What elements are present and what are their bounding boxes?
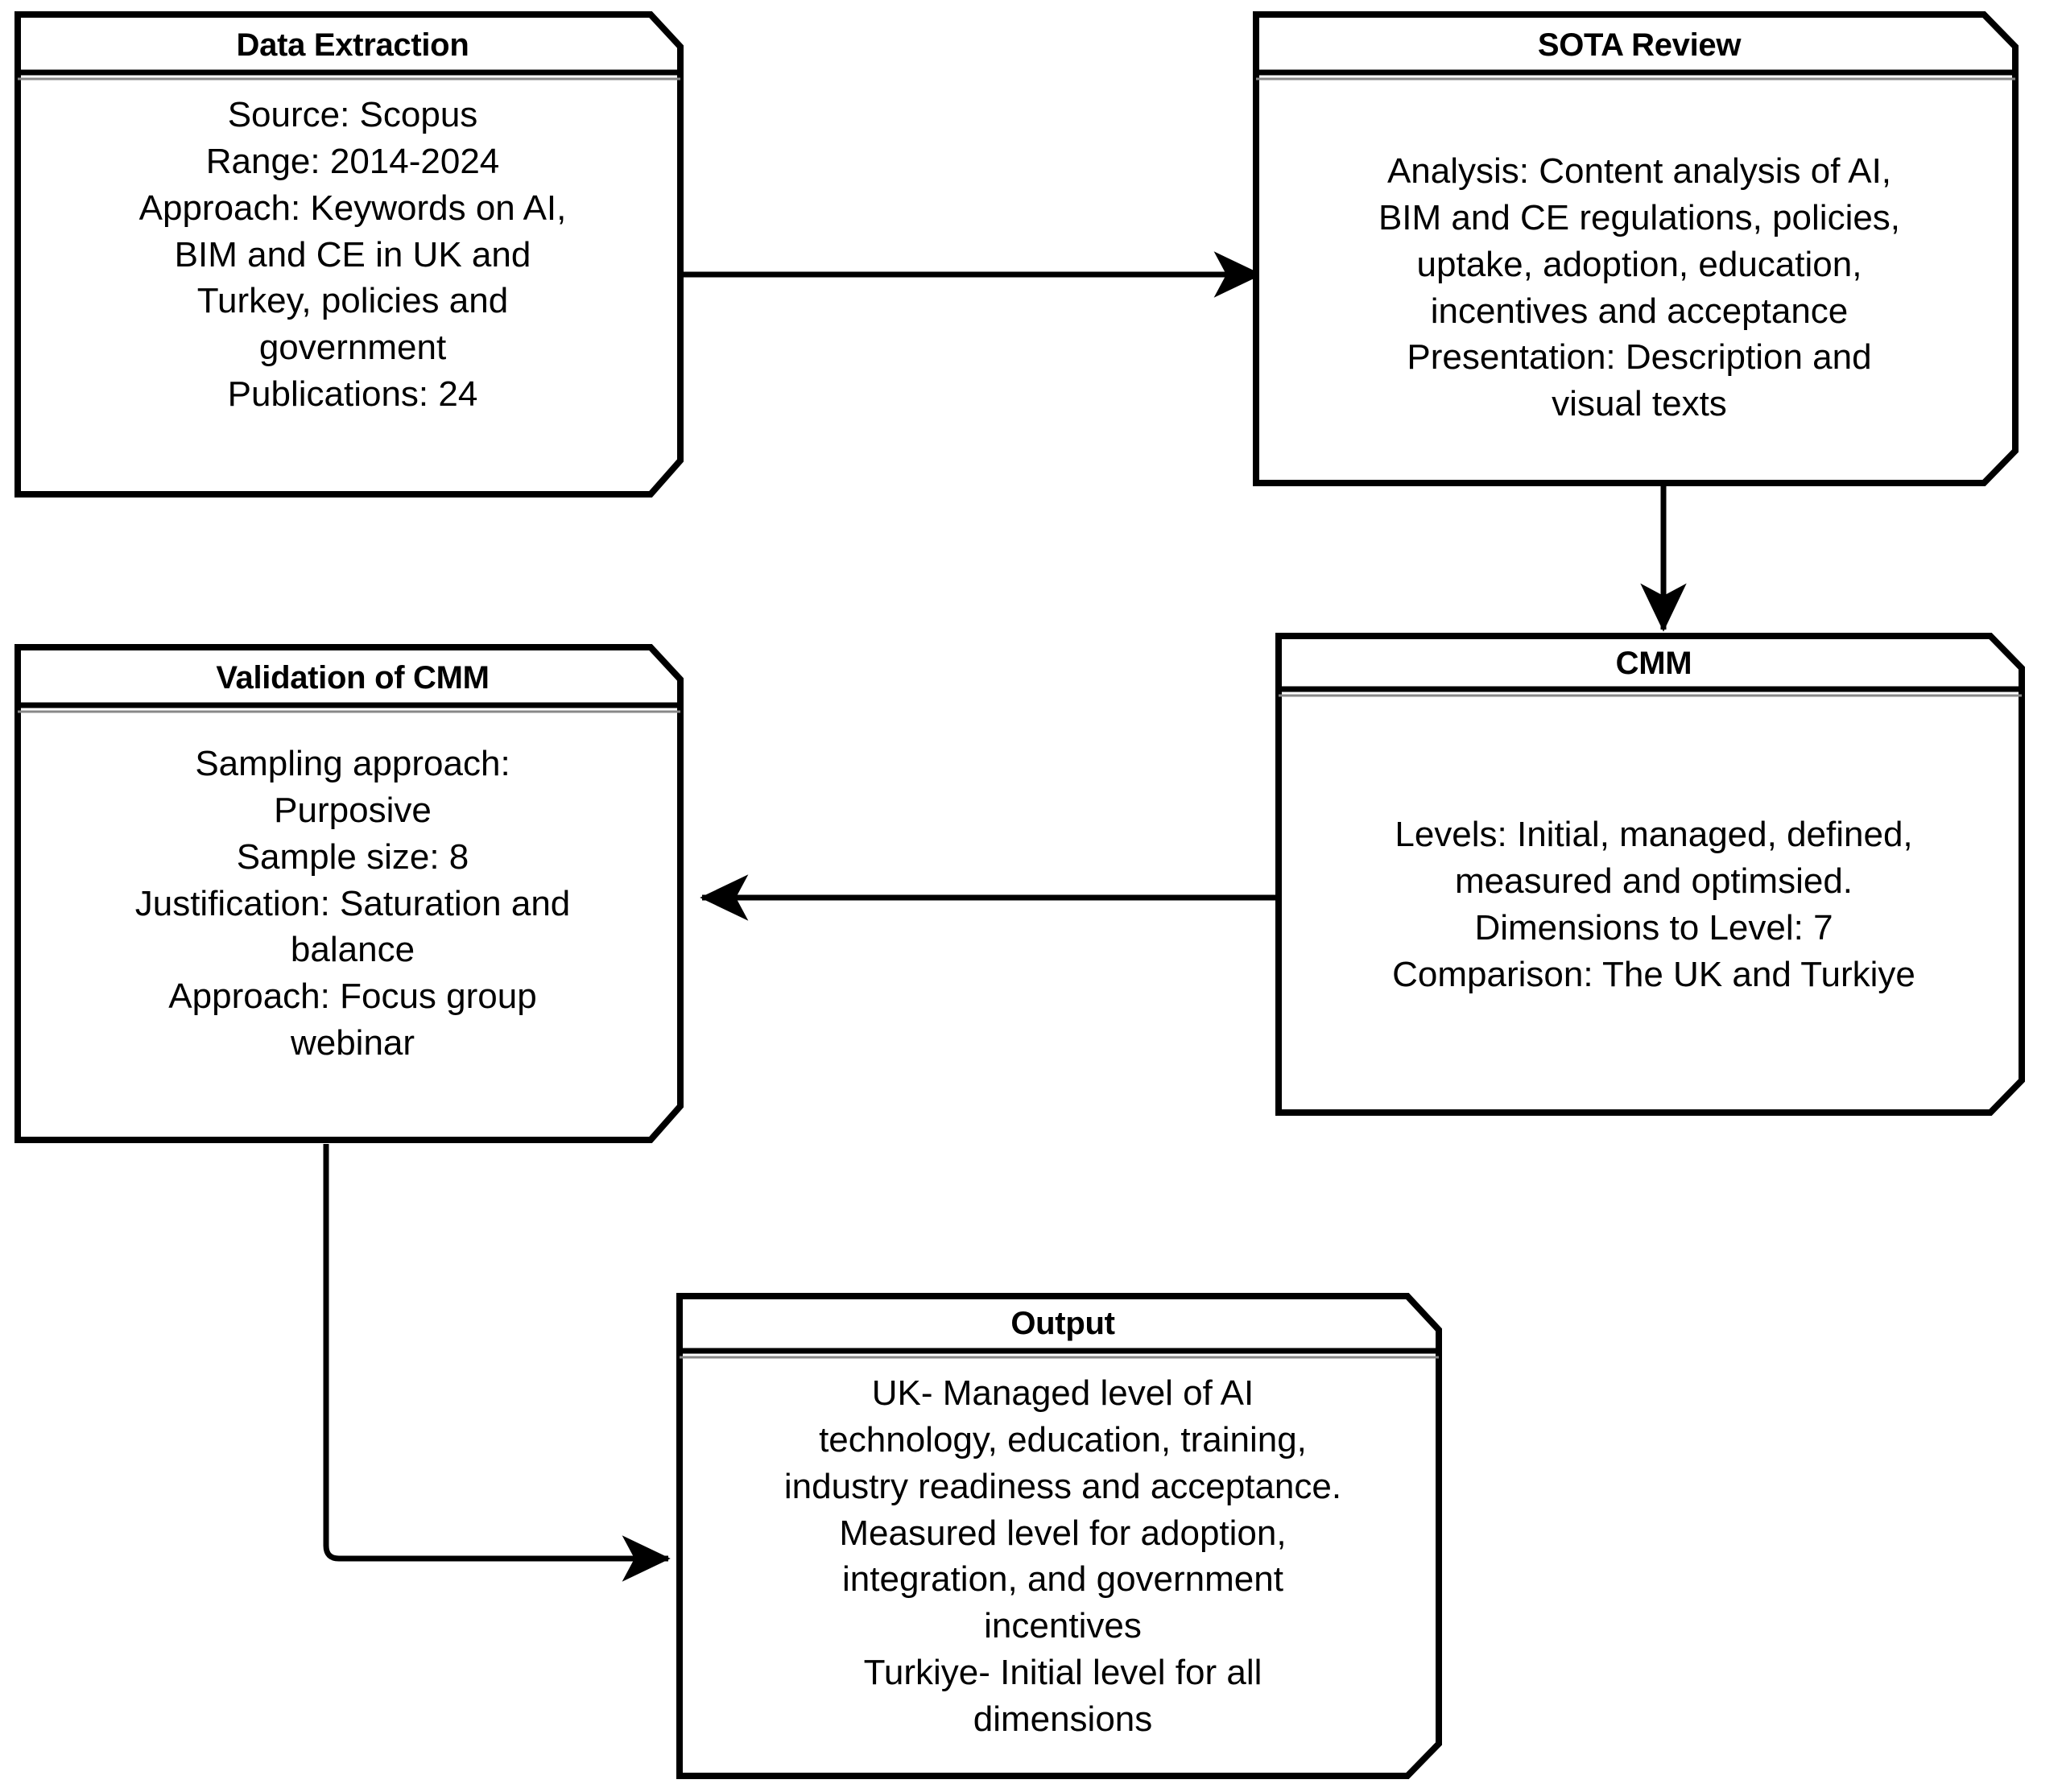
node-shape-cmm (1275, 633, 2025, 1116)
connector-validation-of-cmm-to-output (323, 1144, 671, 1582)
node-title-cmm: CMM (1615, 646, 1692, 681)
node-body-data-extraction: Source: Scopus Range: 2014-2024 Approach… (138, 95, 567, 415)
node-body-validation-of-cmm: Sampling approach: Purposive Sample size… (134, 744, 571, 1063)
node-body-output: UK- Managed level of AI technology, educ… (783, 1373, 1342, 1740)
node-body-cmm: Levels: Initial, managed, defined, measu… (1392, 815, 1915, 994)
node-shape-output (676, 1293, 1442, 1779)
node-title-output: Output (1010, 1306, 1115, 1341)
node-validation-of-cmm[interactable]: Validation of CMM Sampling approach: Pur… (14, 644, 691, 1143)
node-shape-validation-of-cmm (14, 644, 684, 1143)
node-title-sota-review: SOTA Review (1537, 27, 1742, 63)
node-output[interactable]: Output UK- Managed level of AI technolog… (676, 1293, 1449, 1779)
node-shape-sota-review (1253, 11, 2019, 486)
node-body-sota-review: Analysis: Content analysis of AI, BIM an… (1378, 151, 1901, 424)
node-title-data-extraction: Data Extraction (236, 27, 469, 63)
node-cmm[interactable]: CMM Levels: Initial, managed, defined, m… (1275, 633, 2032, 1116)
node-data-extraction[interactable]: Data Extraction Source: Scopus Range: 20… (14, 11, 691, 498)
node-shape-data-extraction (14, 11, 684, 498)
node-title-validation-of-cmm: Validation of CMM (216, 660, 490, 696)
node-sota-review[interactable]: SOTA Review Analysis: Content analysis o… (1253, 11, 2026, 486)
